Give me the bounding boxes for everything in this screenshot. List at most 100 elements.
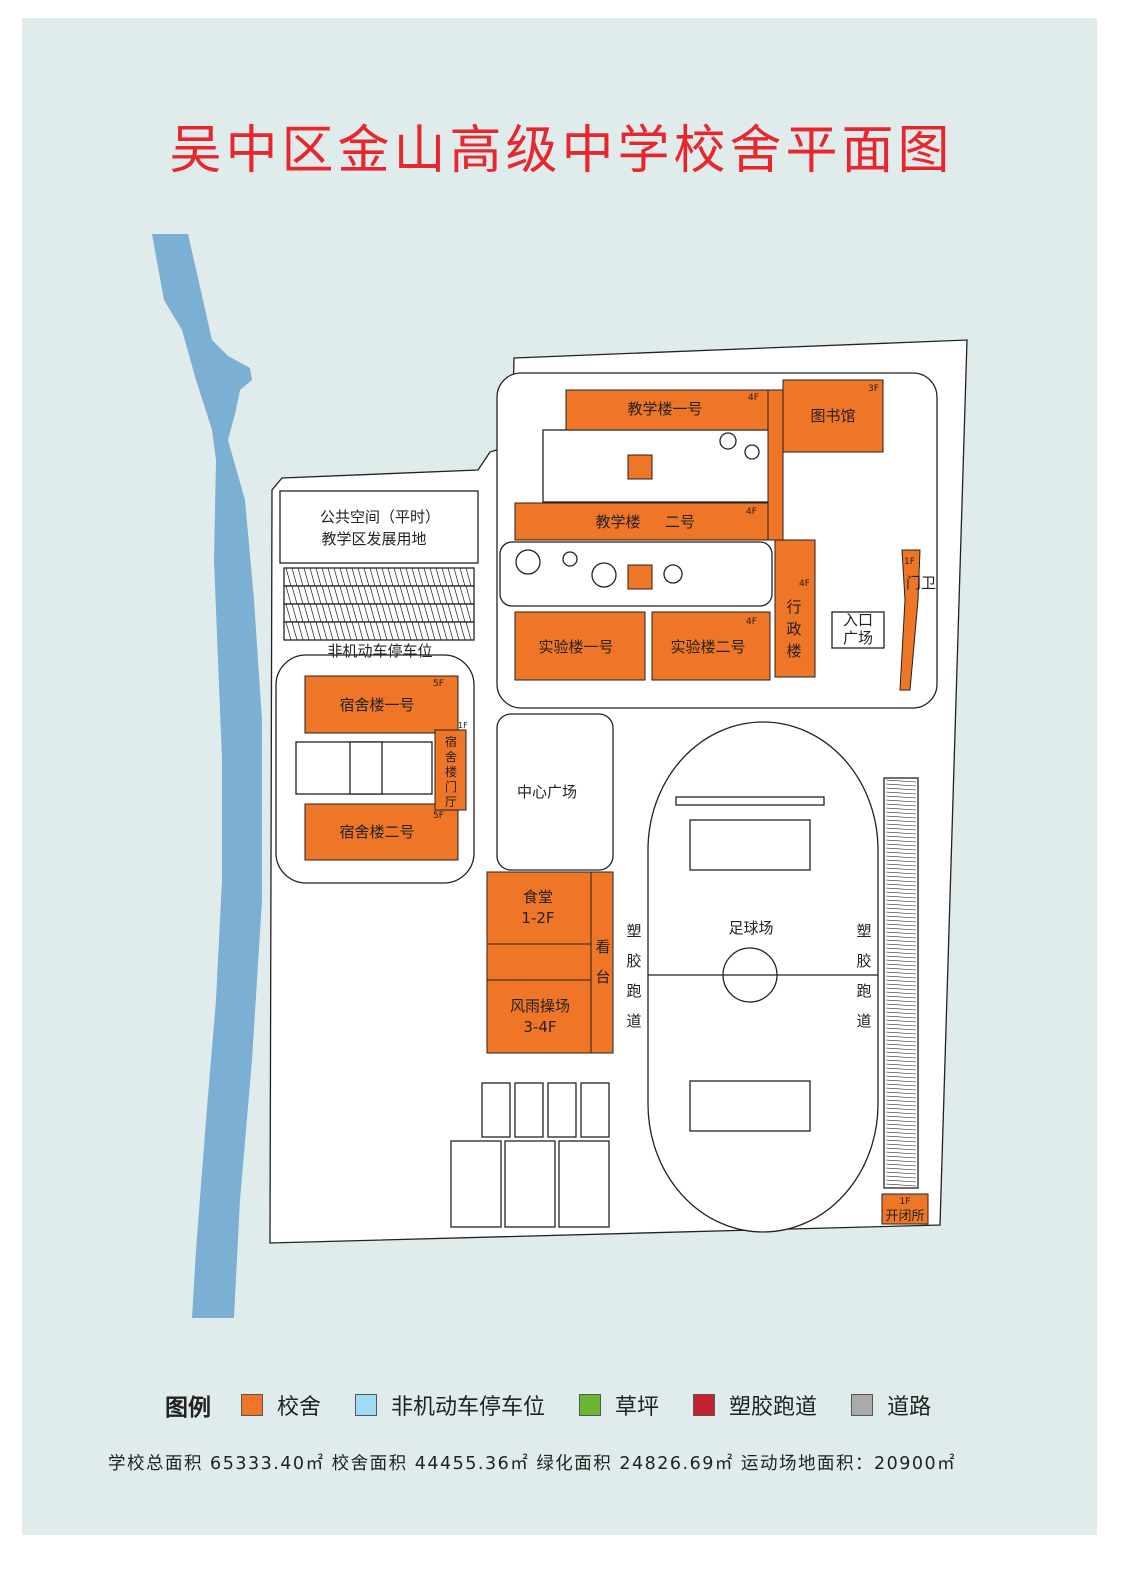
- garden-circle: [719, 432, 737, 450]
- stair-strip-line: [885, 1015, 917, 1019]
- label-public-2: 教学区发展用地: [321, 530, 426, 548]
- parking-hatch-line: [363, 567, 370, 587]
- parking-hatch-line: [447, 621, 454, 641]
- stair-strip-line: [885, 1039, 917, 1043]
- stair-strip-line: [885, 1107, 917, 1111]
- parking-hatch-line: [351, 585, 358, 605]
- parking-hatch-line: [285, 567, 292, 587]
- stair-strip-line: [885, 1051, 917, 1055]
- parking-hatch-line: [405, 621, 412, 641]
- parking-hatch-line: [369, 603, 376, 623]
- parking-hatch-line: [375, 621, 382, 641]
- parking-hatch-line: [291, 621, 298, 641]
- stair-strip-line: [885, 907, 917, 911]
- building-stand: [590, 871, 614, 1054]
- stair-strip-line: [885, 795, 917, 799]
- garden-circle: [744, 444, 760, 460]
- parking-hatch-line: [303, 603, 310, 623]
- label-switch: 开闭所: [885, 1209, 924, 1224]
- stair-strip-line: [885, 1027, 917, 1031]
- parking-hatch-line: [441, 621, 448, 641]
- stair-strip-line: [885, 847, 917, 851]
- parking-hatch-line: [453, 621, 460, 641]
- stair-strip-line: [885, 991, 917, 995]
- stair-strip-line: [885, 787, 917, 791]
- parking-hatch-line: [345, 621, 352, 641]
- floors-teaching-2: 4F: [746, 507, 757, 517]
- stair-strip-line: [885, 1139, 917, 1143]
- parking-hatch-line: [315, 585, 322, 605]
- stair-strip-line: [885, 811, 917, 815]
- parking-hatch-line: [351, 621, 358, 641]
- stair-strip-line: [885, 779, 917, 783]
- stair-strip: [883, 777, 919, 1189]
- stair-strip-line: [885, 1143, 917, 1147]
- parking-hatch-line: [387, 567, 394, 587]
- label-admin-1: 行: [786, 598, 801, 616]
- label-public-1: 公共空间（平时）: [320, 508, 440, 526]
- stair-strip-line: [885, 995, 917, 999]
- parking-hatch-line: [363, 603, 370, 623]
- parking-hatch-line: [429, 585, 436, 605]
- river: [152, 234, 262, 1318]
- stair-strip-line: [885, 1083, 917, 1087]
- parking-hatch-line: [333, 585, 340, 605]
- stair-strip-line: [885, 807, 917, 811]
- stair-strip-line: [885, 919, 917, 923]
- parking-hatch-line: [393, 585, 400, 605]
- stair-strip-line: [885, 1103, 917, 1107]
- parking-hatch-line: [465, 621, 472, 641]
- building-teaching-2: [514, 502, 769, 541]
- stair-strip-line: [885, 855, 917, 859]
- parking-hatch-line: [447, 567, 454, 587]
- stair-strip-line: [885, 1095, 917, 1099]
- label-lab-2: 实验楼二号: [670, 638, 745, 656]
- label-lab-1: 实验楼一号: [538, 638, 613, 656]
- long-jump-pit: [675, 796, 825, 806]
- label-admin-2: 政: [786, 620, 801, 638]
- label-parking: 非机动车停车位: [327, 642, 432, 660]
- swatch-icon: [693, 1394, 716, 1416]
- stair-strip-line: [885, 883, 917, 887]
- parking-hatch-line: [339, 621, 346, 641]
- label-track-r4: 道: [856, 1012, 871, 1030]
- parking-hatch-line: [399, 585, 406, 605]
- stair-strip-line: [885, 823, 917, 827]
- parking-hatch-line: [381, 567, 388, 587]
- parking-hatch-line: [411, 567, 418, 587]
- stair-1: [627, 454, 653, 480]
- stair-strip-line: [885, 1067, 917, 1071]
- floors-dorm-1: 5F: [433, 679, 444, 689]
- parking-hatch-line: [369, 585, 376, 605]
- building-teaching-1: [565, 389, 769, 431]
- swatch-icon: [851, 1394, 874, 1416]
- building-dorm-hall: [434, 729, 467, 811]
- center-circle: [722, 947, 778, 1003]
- garden-circle: [591, 562, 617, 588]
- label-track-l4: 道: [626, 1012, 641, 1030]
- stair-strip-line: [885, 1059, 917, 1063]
- stair-strip-line: [885, 839, 917, 843]
- stair-strip-line: [885, 967, 917, 971]
- stair-strip-line: [885, 999, 917, 1003]
- stair-strip-line: [885, 1159, 917, 1163]
- parking-hatch-line: [465, 603, 472, 623]
- stair-strip-line: [885, 1123, 917, 1127]
- label-dorm-2: 宿舍楼二号: [339, 823, 414, 841]
- building-dorm-1: [304, 675, 459, 734]
- parking-hatch-line: [423, 567, 430, 587]
- floors-teaching-1: 4F: [748, 393, 759, 403]
- parking-hatch-line: [375, 603, 382, 623]
- floors-canteen: 1-2F: [521, 909, 554, 927]
- stair-strip-line: [885, 1151, 917, 1155]
- parking-hatch-line: [291, 585, 298, 605]
- parking-hatch-line: [333, 621, 340, 641]
- stat-total-area: 学校总面积 65333.40㎡: [108, 1454, 325, 1474]
- parking-hatch-line: [333, 603, 340, 623]
- parking-hatch-line: [357, 567, 364, 587]
- parking-hatch-line: [345, 603, 352, 623]
- stair-strip-line: [885, 799, 917, 803]
- parking-hatch-line: [297, 621, 304, 641]
- building-canteen: [486, 871, 592, 945]
